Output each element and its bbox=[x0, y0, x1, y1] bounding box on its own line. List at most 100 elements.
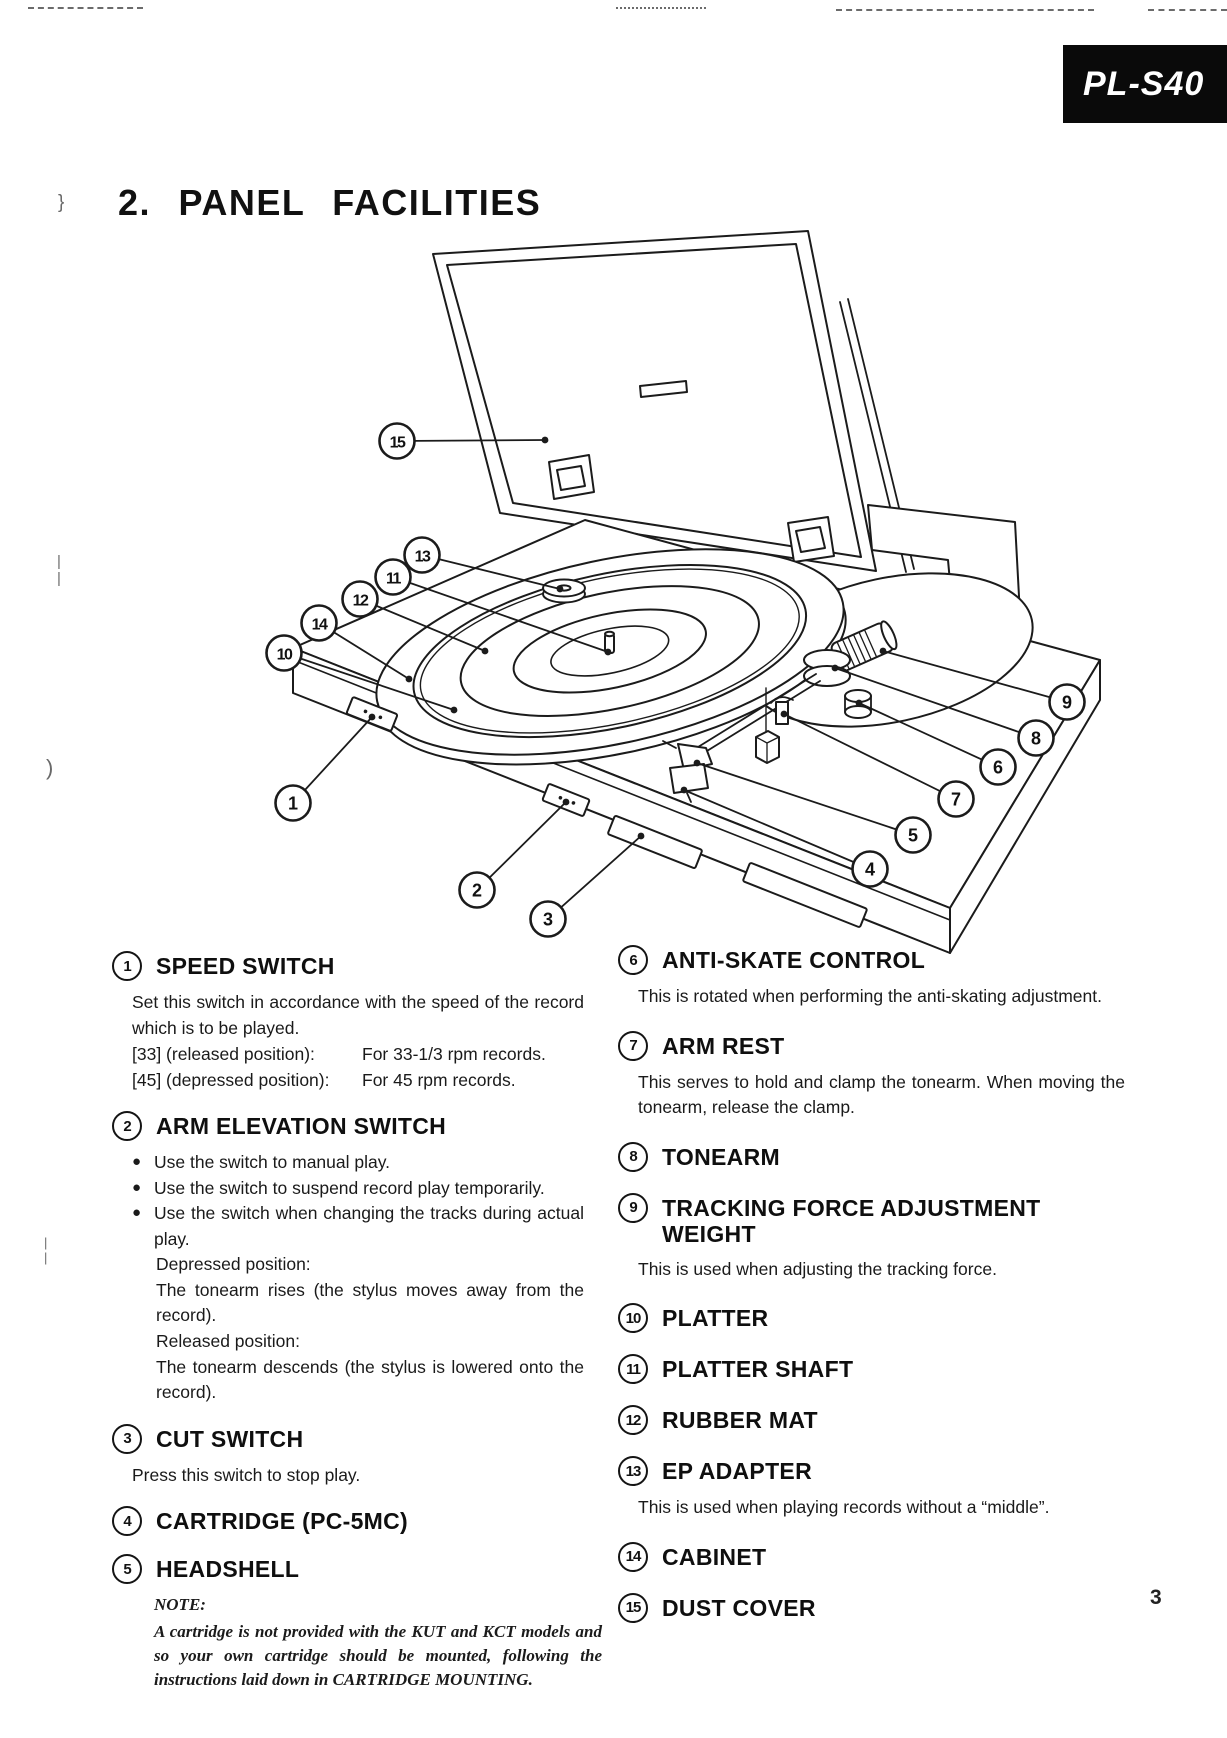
callout-5-pointer-dot bbox=[693, 759, 701, 767]
section-title: CABINET bbox=[662, 1543, 767, 1570]
callout-4-label: 4 bbox=[865, 860, 875, 880]
section-dust-cover: 15 DUST COVER bbox=[618, 1592, 1125, 1623]
platter-art bbox=[375, 548, 847, 766]
item-number-badge: 14 bbox=[618, 1541, 648, 1572]
section-body: This serves to hold and clamp the tonear… bbox=[618, 1070, 1125, 1121]
section-title: CARTRIDGE (PC-5MC) bbox=[156, 1508, 408, 1535]
section-title: EP ADAPTER bbox=[662, 1458, 812, 1485]
hinge-wall-art bbox=[867, 504, 1021, 616]
item-number-badge: 15 bbox=[618, 1592, 648, 1623]
callout-7-pointer-dot bbox=[780, 710, 788, 718]
dust-cover-art bbox=[432, 230, 915, 573]
bullet-icon: ● bbox=[132, 1204, 142, 1222]
callout-10: 10 bbox=[265, 634, 458, 714]
item-number-badge: 7 bbox=[618, 1030, 648, 1061]
callout-5: 5 bbox=[693, 759, 932, 854]
paragraph: This is used when playing records withou… bbox=[638, 1497, 1050, 1518]
callout-11: 11 bbox=[374, 558, 612, 656]
item-number-badge: 5 bbox=[112, 1554, 142, 1585]
callout-15-pointer-dot bbox=[541, 436, 549, 444]
callout-1-pointer-dot bbox=[368, 713, 376, 721]
scan-artifact-dash bbox=[1148, 9, 1227, 11]
paragraph: This is rotated when performing the anti… bbox=[638, 986, 1102, 1006]
paragraph: Set this switch in accordance with the s… bbox=[132, 992, 584, 1038]
item-number-badge: 9 bbox=[618, 1192, 648, 1223]
item-number-badge: 4 bbox=[112, 1506, 142, 1537]
section-heading: 5 HEADSHELL bbox=[112, 1553, 584, 1585]
note-block: NOTE: A cartridge is not provided with th… bbox=[154, 1593, 602, 1692]
section-body: NOTE: A cartridge is not provided with th… bbox=[112, 1593, 602, 1692]
scan-artifact-mark: || bbox=[57, 553, 61, 587]
section-body: This is rotated when performing the anti… bbox=[618, 984, 1125, 1010]
section-title: DUST COVER bbox=[662, 1594, 816, 1621]
callout-15-label: 15 bbox=[390, 435, 406, 452]
tonearm-platform-art bbox=[746, 572, 1034, 728]
spec-line: [45] (depressed position):For 45 rpm rec… bbox=[132, 1068, 584, 1094]
spec-line: [33] (released position):For 33-1/3 rpm … bbox=[132, 1042, 584, 1068]
callout-8-pointer-dot bbox=[831, 664, 839, 672]
scan-artifact-mark: } bbox=[58, 192, 65, 213]
bullet-icon: ● bbox=[132, 1153, 142, 1171]
spec-value: For 33-1/3 rpm records. bbox=[362, 1044, 546, 1065]
callout-3: 3 bbox=[529, 832, 645, 938]
section-title: SPEED SWITCH bbox=[156, 953, 335, 979]
item-number-badge: 6 bbox=[618, 945, 648, 975]
callout-10-label: 10 bbox=[277, 647, 293, 664]
model-badge: PL-S40 bbox=[1063, 45, 1227, 123]
bullet-text: Use the switch to manual play. bbox=[154, 1152, 391, 1173]
spec-label: [45] (depressed position): bbox=[132, 1069, 330, 1090]
scan-artifact-dash bbox=[28, 7, 143, 9]
section-heading: 7 ARM REST bbox=[618, 1030, 1125, 1061]
callout-11-pointer-dot bbox=[604, 648, 612, 656]
section-title: CUT SWITCH bbox=[156, 1425, 304, 1452]
callout-14-label: 14 bbox=[312, 617, 328, 634]
note-label: NOTE: bbox=[154, 1595, 206, 1615]
note-text: A cartridge is not provided with the KUT… bbox=[154, 1622, 602, 1690]
section-body: ●Use the switch to manual play.●Use the … bbox=[112, 1150, 584, 1405]
callout-2-pointer-dot bbox=[562, 798, 570, 806]
sub-line: The tonearm rises (the stylus moves away… bbox=[156, 1279, 584, 1326]
bullet-item: ●Use the switch when changing the tracks… bbox=[132, 1201, 584, 1252]
callout-14: 14 bbox=[300, 604, 413, 683]
section-body: This is used when adjusting the tracking… bbox=[618, 1257, 1125, 1283]
page-number: 3 bbox=[1150, 1586, 1162, 1609]
section-title: PLATTER bbox=[662, 1305, 769, 1332]
callout-7-label: 7 bbox=[951, 790, 961, 810]
item-number-badge: 10 bbox=[618, 1303, 648, 1334]
callout-13-pointer-dot bbox=[556, 585, 564, 593]
callout-3-pointer-dot bbox=[637, 832, 645, 840]
tonearm-art bbox=[662, 620, 898, 803]
section-title: HEADSHELL bbox=[156, 1556, 300, 1583]
bullet-text: Use the switch to suspend record play te… bbox=[154, 1177, 545, 1198]
callout-14-pointer-dot bbox=[405, 675, 413, 683]
callout-2-label: 2 bbox=[472, 881, 482, 901]
section-title: ARM REST bbox=[662, 1032, 785, 1059]
sub-line: Released position: bbox=[156, 1331, 300, 1352]
callout-9-label: 9 bbox=[1062, 693, 1072, 713]
section-heading: 10 PLATTER bbox=[618, 1302, 1125, 1334]
section-heading: 4 CARTRIDGE (PC-5MC) bbox=[112, 1505, 584, 1537]
item-number-badge: 2 bbox=[112, 1111, 142, 1142]
section-heading: 15 DUST COVER bbox=[618, 1592, 1125, 1623]
cabinet-art bbox=[292, 519, 1101, 954]
section-cartridge-pc-5mc: 4 CARTRIDGE (PC-5MC) bbox=[112, 1505, 584, 1537]
section-cabinet: 14 CABINET bbox=[618, 1541, 1125, 1572]
item-number-badge: 11 bbox=[618, 1354, 648, 1385]
scan-artifact-mark: ) bbox=[46, 755, 54, 780]
callout-9-pointer-dot bbox=[879, 647, 887, 655]
callout-10-pointer-dot bbox=[450, 706, 458, 714]
callout-2: 2 bbox=[458, 798, 570, 909]
bullet-item: ●Use the switch to suspend record play t… bbox=[132, 1176, 584, 1202]
